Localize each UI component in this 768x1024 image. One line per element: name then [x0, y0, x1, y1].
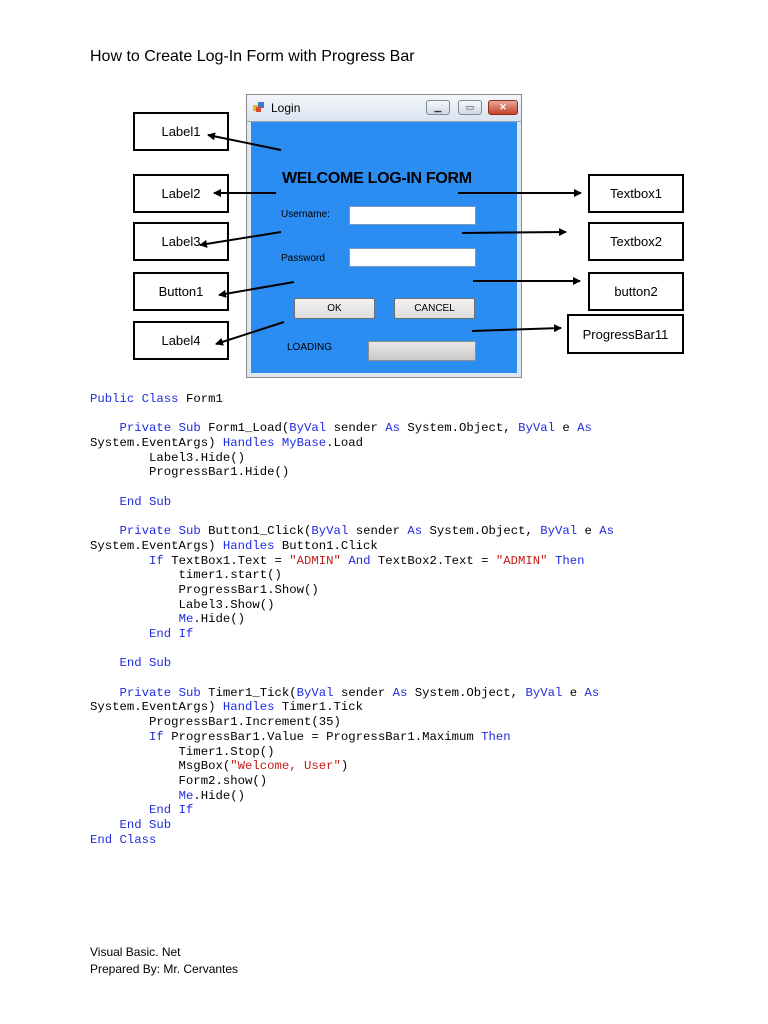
password-textbox[interactable]	[349, 248, 476, 267]
code-line: Private Sub Form1_Load(ByVal sender As S…	[119, 421, 592, 436]
code-line: MsgBox("Welcome, User")	[90, 759, 349, 774]
code-line: End Class	[90, 832, 157, 847]
username-label: Username:	[281, 209, 330, 220]
code-line: End Sub	[119, 817, 172, 832]
code-line: Label3.Hide()	[90, 450, 245, 465]
code-line: Label3.Show()	[90, 597, 275, 612]
callout-textbox1: Textbox1	[588, 174, 684, 213]
loading-label: LOADING	[287, 342, 333, 353]
code-listing: Public Class Form1 Private Sub Form1_Loa…	[90, 392, 614, 847]
footer: Visual Basic. Net Prepared By: Mr. Cerva…	[90, 944, 238, 978]
ok-button[interactable]: OK	[294, 298, 375, 319]
window-titlebar: Login ▁ ▭ ✕	[247, 95, 521, 122]
callout-label3: Label3	[133, 222, 229, 261]
code-line: System.EventArgs) Handles MyBase.Load	[90, 436, 364, 451]
code-line: Me.Hide()	[178, 612, 245, 627]
code-line: System.EventArgs) Handles Button1.Click	[90, 538, 378, 553]
form-client-area: WELCOME LOG-IN FORM Username: Password O…	[251, 122, 517, 373]
code-line	[90, 671, 614, 686]
code-line: If ProgressBar1.Value = ProgressBar1.Max…	[149, 729, 511, 744]
page-title: How to Create Log-In Form with Progress …	[90, 48, 415, 65]
close-icon[interactable]: ✕	[488, 100, 518, 115]
code-line: timer1.start()	[90, 568, 282, 583]
code-line	[90, 510, 614, 525]
code-line: System.EventArgs) Handles Timer1.Tick	[90, 700, 364, 715]
code-line	[90, 407, 614, 422]
code-line: Private Sub Button1_Click(ByVal sender A…	[119, 524, 615, 539]
callout-progressbar: ProgressBar11	[567, 314, 684, 354]
minimize-icon[interactable]: ▁	[426, 100, 450, 115]
window-title: Login	[271, 101, 301, 115]
code-line: Timer1.Stop()	[90, 744, 275, 759]
callout-button1: Button1	[133, 272, 229, 311]
code-line: If TextBox1.Text = "ADMIN" And TextBox2.…	[149, 553, 585, 568]
callout-button2: button2	[588, 272, 684, 311]
callout-label4: Label4	[133, 321, 229, 360]
progress-bar	[368, 341, 476, 361]
maximize-icon[interactable]: ▭	[458, 100, 482, 115]
code-line: Public Class Form1	[90, 392, 223, 406]
password-label: Password	[281, 253, 325, 264]
code-line: Private Sub Timer1_Tick(ByVal sender As …	[119, 685, 600, 700]
callout-textbox2: Textbox2	[588, 222, 684, 261]
code-line: End Sub	[119, 494, 172, 509]
footer-author: Prepared By: Mr. Cervantes	[90, 962, 239, 976]
cancel-button[interactable]: CANCEL	[394, 298, 475, 319]
code-line: Form2.show()	[90, 773, 268, 788]
login-window: Login ▁ ▭ ✕ WELCOME LOG-IN FORM Username…	[246, 94, 522, 378]
code-line: End If	[149, 803, 194, 818]
window-app-icon	[253, 102, 264, 112]
username-textbox[interactable]	[349, 206, 476, 225]
code-line	[90, 480, 614, 495]
code-line: ProgressBar1.Show()	[90, 582, 319, 597]
welcome-label: WELCOME LOG-IN FORM	[282, 170, 472, 187]
code-line: ProgressBar1.Increment(35)	[90, 715, 341, 730]
code-line: End Sub	[119, 656, 172, 671]
footer-course: Visual Basic. Net	[90, 945, 181, 959]
code-line: ProgressBar1.Hide()	[90, 465, 290, 480]
code-line: End If	[149, 627, 194, 641]
code-line: Me.Hide()	[178, 788, 245, 803]
code-line	[90, 642, 614, 657]
callout-label1: Label1	[133, 112, 229, 151]
callout-label2: Label2	[133, 174, 229, 213]
